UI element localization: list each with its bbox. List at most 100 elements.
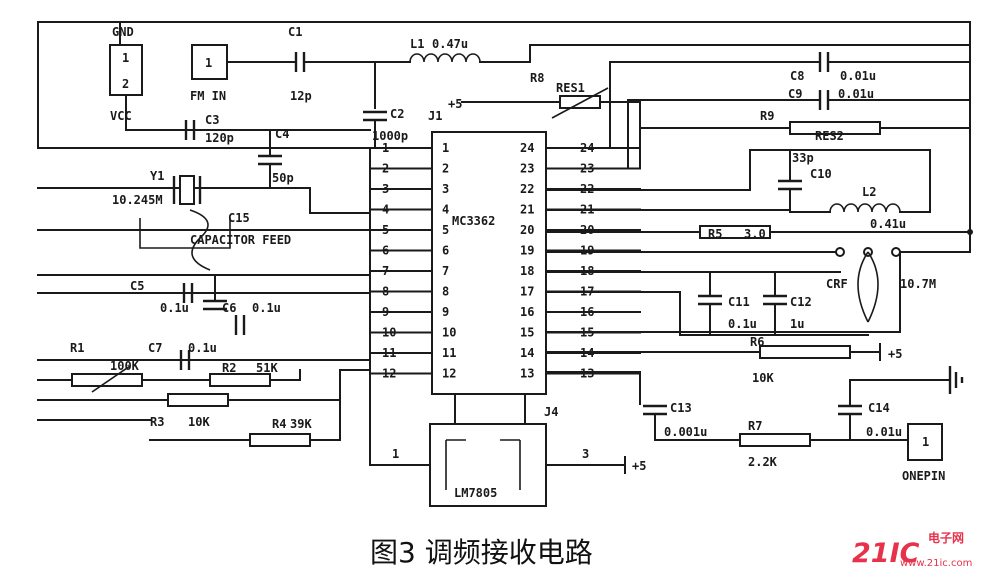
- c12-value: 1u: [790, 317, 804, 331]
- watermark-cn: 电子网: [928, 530, 964, 545]
- ic-pin-left-outer: 9: [382, 305, 389, 319]
- ic-pin-left: 1: [442, 141, 449, 155]
- watermark-brand: 21IC: [852, 538, 920, 569]
- vcc-label: VCC: [110, 109, 132, 123]
- connector-gnd-vcc: [109, 44, 143, 96]
- c1: [294, 52, 306, 72]
- ic-pin-left-outer: 11: [382, 346, 396, 360]
- fm-in-pin: 1: [205, 56, 212, 70]
- c3: [184, 120, 196, 140]
- c3-value: 120p: [205, 131, 234, 145]
- ic-pin-left-outer: 8: [382, 285, 389, 299]
- c1-value: 12p: [290, 89, 312, 103]
- pin22-wire: [545, 149, 791, 191]
- ic-pin-left-outer: 10: [382, 326, 396, 340]
- c10-value: 33p: [792, 151, 814, 165]
- r8-arrow: [551, 87, 609, 119]
- c7: [179, 350, 191, 370]
- j4-regulator: [429, 423, 547, 507]
- r8-res1: [559, 95, 601, 109]
- ic-pin-right-outer: 24: [580, 141, 594, 155]
- c11: [698, 294, 722, 306]
- ic-pin-right-outer: 19: [580, 244, 594, 258]
- c13-out: [654, 413, 741, 441]
- ic-pin-right: 13: [520, 367, 534, 381]
- r9-label: R9: [760, 109, 774, 123]
- r1-label: R1: [70, 341, 84, 355]
- r3-value: 10K: [188, 415, 210, 429]
- c6: [203, 299, 227, 311]
- r3-label: R3: [150, 415, 164, 429]
- ic-pin-right-outer: 13: [580, 367, 594, 381]
- ic-pin-right-outer: 16: [580, 305, 594, 319]
- figure-caption: 图3 调频接收电路: [370, 536, 593, 569]
- ic-pin-right-outer: 23: [580, 162, 594, 176]
- ic-pin-left: 12: [442, 367, 456, 381]
- ic-pin-left-outer: 3: [382, 182, 389, 196]
- j4-pin1: 1: [392, 447, 399, 461]
- r7: [739, 433, 811, 447]
- c10-bot: [789, 188, 831, 213]
- r2-label: R2: [222, 361, 236, 375]
- ic-pin-left: 2: [442, 162, 449, 176]
- ic-pin-left: 7: [442, 264, 449, 278]
- r6-label: R6: [750, 335, 764, 349]
- ic-pin-right-outer: 14: [580, 346, 594, 360]
- j4-label: J4: [544, 405, 558, 419]
- ic-pin-right: 23: [520, 162, 534, 176]
- r5-label: R5: [708, 227, 722, 241]
- ic-pin-right: 21: [520, 203, 534, 217]
- plus5-top: +5: [448, 97, 462, 111]
- ic-pin-left: 9: [442, 305, 449, 319]
- top-bus: [37, 21, 971, 41]
- c8: [818, 52, 830, 72]
- ic-pin-left: 5: [442, 223, 449, 237]
- c8-label: C8: [790, 69, 804, 83]
- gnd-label: GND: [112, 25, 134, 39]
- res1-label: RES1: [556, 81, 585, 95]
- ic-pin-right-outer: 20: [580, 223, 594, 237]
- r1: [71, 373, 143, 387]
- c9: [818, 90, 830, 110]
- ic-pin-right-outer: 15: [580, 326, 594, 340]
- l2-label: L2: [862, 185, 876, 199]
- r2-value: 51K: [256, 361, 278, 375]
- c2-label: C2: [390, 107, 404, 121]
- c5-label: C5: [130, 279, 144, 293]
- components: [71, 44, 964, 507]
- c1-out: [305, 61, 376, 109]
- ic-pin-left: 8: [442, 285, 449, 299]
- c11-label: C11: [728, 295, 750, 309]
- r8-label: R8: [530, 71, 544, 85]
- ic-pin-right: 17: [520, 285, 534, 299]
- r1-value: 100K: [110, 359, 140, 373]
- ic-pin-left-outer: 2: [382, 162, 389, 176]
- connector-pin1: 1: [122, 51, 129, 65]
- c12-label: C12: [790, 295, 812, 309]
- fm-in-label: FM IN: [190, 89, 226, 103]
- crf-right: [899, 231, 971, 253]
- ic-pin-left: 11: [442, 346, 456, 360]
- ic-pin-right-outer: 21: [580, 203, 594, 217]
- ic-pin-left-outer: 4: [382, 203, 389, 217]
- c6-label: C6: [222, 301, 236, 315]
- c6-value: 0.1u: [252, 301, 281, 315]
- capacitor-feed-label: CAPACITOR FEED: [190, 233, 291, 247]
- ic-pin-right: 22: [520, 182, 534, 196]
- r4-label: R4: [272, 417, 286, 431]
- r2: [209, 373, 271, 387]
- c13-value: 0.001u: [664, 425, 707, 439]
- c12: [763, 294, 787, 306]
- crf-body: [857, 251, 879, 323]
- c14-label: C14: [868, 401, 890, 415]
- c9-value: 0.01u: [838, 87, 874, 101]
- pin13-wire: [545, 371, 641, 405]
- r7-value: 2.2K: [748, 455, 778, 469]
- wire-pin4: [37, 187, 371, 214]
- plus5-bot: +5: [632, 459, 646, 473]
- r9-res2: [789, 121, 881, 135]
- ic-pin-right: 24: [520, 141, 534, 155]
- j4-in-wire: [369, 147, 431, 466]
- y1-label: Y1: [150, 169, 164, 183]
- c15-box: [139, 218, 231, 249]
